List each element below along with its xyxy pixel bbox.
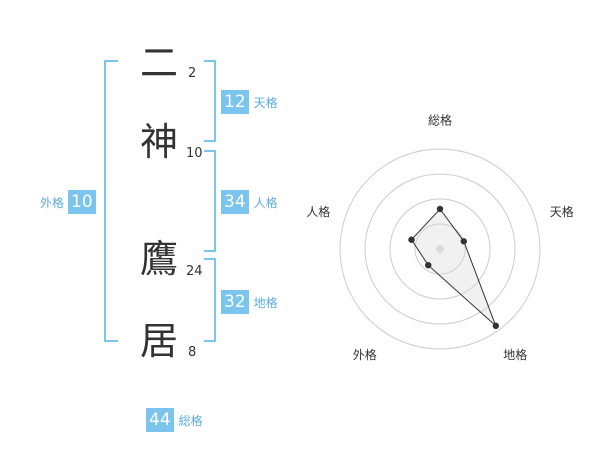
radar-value-polygon	[410, 208, 497, 327]
name-char-3: 鷹	[140, 237, 179, 281]
gaikaku-badge: 外格 10	[40, 190, 96, 214]
radar-center-dot	[436, 245, 444, 253]
chikaku-badge: 32 地格	[221, 290, 278, 314]
jinkaku-bracket	[204, 150, 216, 252]
radar-point-3	[425, 261, 432, 269]
soukaku-badge: 44 総格	[146, 408, 203, 432]
stroke-count-1: 2	[188, 66, 197, 81]
radar-point-2	[492, 322, 500, 330]
radar-point-4	[408, 236, 415, 243]
radar-axis-label-0: 総格	[428, 113, 452, 128]
name-char-1: 二	[140, 41, 179, 85]
name-char-2: 神	[140, 120, 179, 164]
gaikaku-label: 外格	[40, 195, 65, 210]
radar-point-0	[436, 205, 444, 213]
tenkaku-bracket	[204, 60, 216, 142]
chikaku-bracket	[204, 258, 216, 342]
name-char-4: 居	[140, 319, 179, 363]
chikaku-label: 地格	[253, 295, 278, 310]
radar-axis-label-2: 地格	[503, 347, 527, 362]
stroke-count-2: 10	[186, 146, 203, 161]
jinkaku-label: 人格	[253, 195, 278, 210]
radar-grid-ring	[364, 173, 516, 325]
tenkaku-value: 12	[221, 90, 249, 114]
radar-grid-ring	[414, 223, 466, 275]
jinkaku-badge: 34 人格	[221, 190, 278, 214]
chikaku-value: 32	[221, 290, 249, 314]
radar-grid-ring	[339, 148, 541, 350]
tenkaku-badge: 12 天格	[221, 90, 278, 114]
radar-axis-label-1: 天格	[550, 204, 574, 219]
stroke-count-4: 8	[188, 345, 197, 360]
soukaku-value: 44	[146, 408, 174, 432]
radar-grid-ring	[389, 198, 491, 300]
gaikaku-value: 10	[68, 190, 96, 214]
gaikaku-bracket	[104, 60, 118, 342]
radar-axis-label-3: 外格	[353, 347, 377, 362]
radar-point-1	[460, 238, 467, 245]
soukaku-label: 総格	[178, 413, 203, 428]
tenkaku-label: 天格	[253, 95, 278, 110]
jinkaku-value: 34	[221, 190, 249, 214]
radar-axis-label-4: 人格	[306, 204, 330, 219]
stroke-count-3: 24	[186, 264, 203, 279]
